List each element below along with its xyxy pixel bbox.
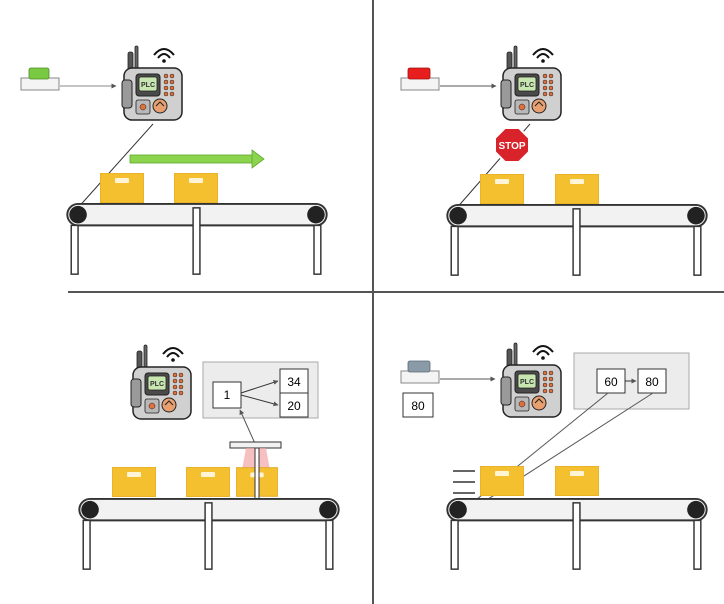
memory-cell xyxy=(596,368,626,394)
counter-value: 1 xyxy=(224,388,231,402)
box xyxy=(480,466,524,496)
green-button-icon xyxy=(20,67,60,91)
plc-controller-icon xyxy=(500,45,562,121)
memory-cell xyxy=(279,368,309,394)
input-value: 80 xyxy=(411,399,425,413)
panel-bottom-right: 80 60 80 xyxy=(400,342,708,571)
conveyor-belt xyxy=(446,203,708,277)
plc-controller-icon xyxy=(500,342,562,418)
stop-sign-icon: STOP xyxy=(494,127,530,163)
box xyxy=(174,173,218,203)
box xyxy=(100,173,144,203)
memory-panel: 60 80 xyxy=(573,352,690,410)
memory-value: 60 xyxy=(604,375,618,389)
memory-cell xyxy=(637,368,667,394)
box xyxy=(186,467,230,497)
conveyor-belt xyxy=(66,202,328,276)
panel-top-right: STOP xyxy=(400,45,708,277)
panel-top-left xyxy=(20,45,328,276)
memory-value: 80 xyxy=(645,375,659,389)
control-line xyxy=(75,123,154,211)
memory-value: 20 xyxy=(287,399,301,413)
box xyxy=(112,467,156,497)
box xyxy=(480,174,524,204)
gray-button-icon xyxy=(400,360,440,384)
speed-lines-icon xyxy=(453,470,475,494)
panel-bottom-left: 1 34 20 xyxy=(78,344,340,571)
motion-arrow-icon xyxy=(129,149,265,169)
box xyxy=(555,174,599,204)
red-button-icon xyxy=(400,67,440,91)
memory-value: 34 xyxy=(287,375,301,389)
memory-panel: 1 34 20 xyxy=(202,361,319,419)
conveyor-belt xyxy=(446,497,708,571)
conveyor-belt xyxy=(78,497,340,571)
plc-controller-icon xyxy=(121,45,183,121)
input-value-cell xyxy=(402,392,434,418)
memory-cell xyxy=(279,392,309,418)
box xyxy=(555,466,599,496)
stop-sign-text: STOP xyxy=(498,141,525,152)
plc-controller-icon xyxy=(130,344,192,420)
